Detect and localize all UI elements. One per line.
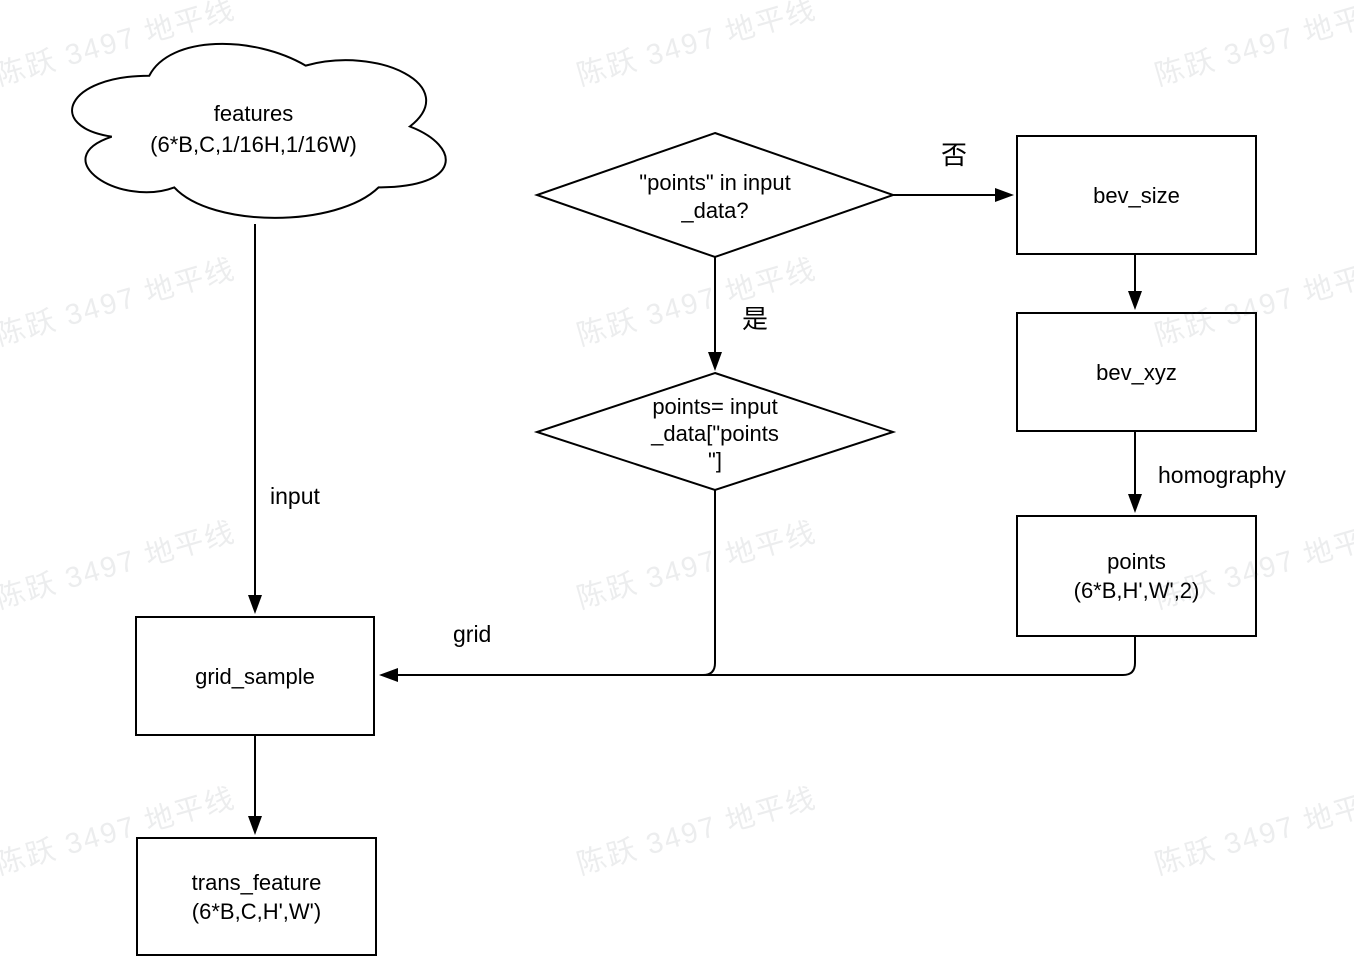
- arrowhead-bevxyz: [1128, 291, 1142, 310]
- edge-label-input: input: [267, 483, 323, 509]
- trans-feature-label-line2: (6*B,C,H',W'): [191, 898, 322, 924]
- decision2-line3: "]: [708, 448, 722, 473]
- trans-feature-label-line1: trans_feature: [191, 869, 322, 895]
- bev-size-label: bev_size: [1093, 182, 1180, 208]
- bev-size-node: bev_size: [1016, 135, 1257, 255]
- arrowhead-input: [248, 595, 262, 614]
- edge-decision2-grid: [702, 490, 716, 676]
- grid-sample-label: grid_sample: [195, 663, 315, 689]
- decision2-line1: points= input: [652, 394, 778, 419]
- edge-label-yes: 是: [742, 304, 769, 334]
- edge-label-no: 否: [941, 140, 968, 170]
- trans-feature-node: trans_feature (6*B,C,H',W'): [136, 837, 377, 956]
- decision2-text: points= input _data["points "]: [537, 393, 893, 474]
- points-label-line1: points: [1107, 549, 1166, 574]
- bev-xyz-label: bev_xyz: [1096, 359, 1177, 385]
- arrowhead-no: [995, 188, 1014, 202]
- points-label-line2: (6*B,H',W',2): [1073, 578, 1200, 603]
- edge-grid: [397, 637, 1136, 676]
- arrowhead-grid: [379, 668, 398, 682]
- points-node: points (6*B,H',W',2): [1016, 515, 1257, 637]
- decision2-line2: _data["points: [651, 421, 779, 446]
- arrowhead-yes: [708, 352, 722, 371]
- features-label-line1: features: [213, 101, 294, 126]
- edge-label-homography: homography: [1155, 462, 1289, 488]
- decision1-line1: "points" in input: [639, 170, 791, 195]
- cloud-shape: [71, 43, 447, 219]
- edge-label-grid: grid: [450, 621, 495, 647]
- arrowhead-transfeature: [248, 816, 262, 835]
- grid-sample-node: grid_sample: [135, 616, 375, 736]
- decision1-line2: _data?: [681, 198, 749, 223]
- features-cloud-text: features (6*B,C,1/16H,1/16W): [45, 98, 462, 160]
- decision1-text: "points" in input _data?: [537, 169, 893, 225]
- bev-xyz-node: bev_xyz: [1016, 312, 1257, 432]
- features-label-line2: (6*B,C,1/16H,1/16W): [150, 132, 357, 157]
- arrowhead-points: [1128, 494, 1142, 513]
